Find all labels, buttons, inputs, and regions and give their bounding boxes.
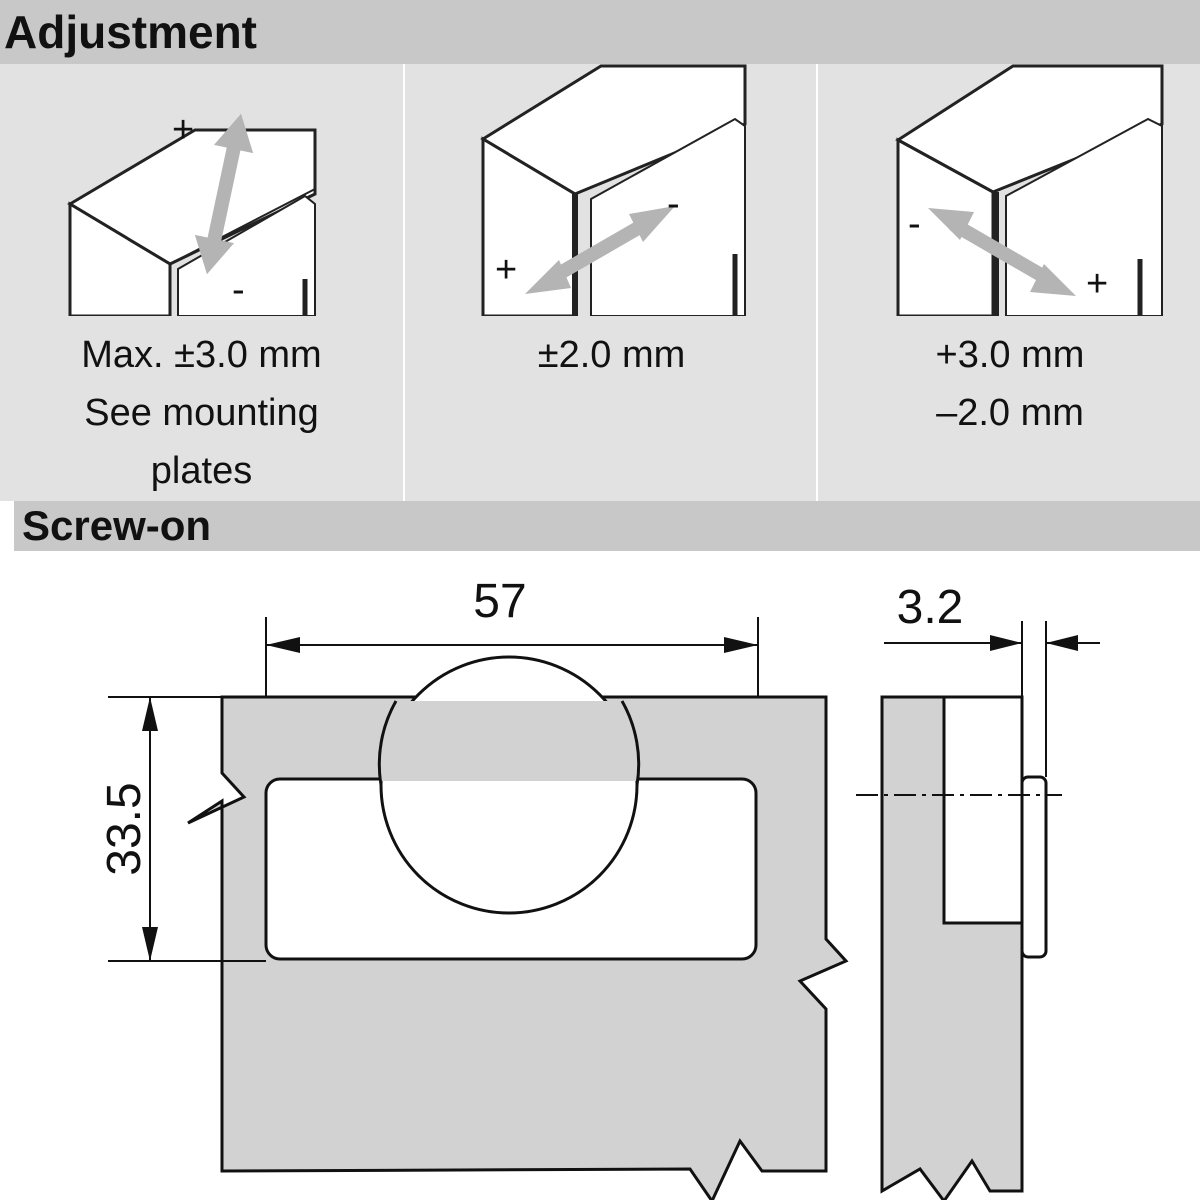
plus-sign: +: [1086, 263, 1108, 305]
caption-line: ±2.0 mm: [537, 334, 686, 376]
adjustment-side: - + +3.0 mm –2.0 mm: [816, 64, 1200, 501]
vertical-arrow: [194, 113, 254, 275]
caption-line: See mounting: [84, 392, 319, 434]
minus-sign: -: [232, 269, 245, 311]
vertical-caption: Max. ±3.0 mm See mounting plates: [0, 326, 403, 500]
minus-sign: -: [908, 203, 921, 245]
plus-sign: +: [495, 249, 517, 291]
cup-flange-side: [1020, 775, 1048, 959]
side-arrow: [928, 208, 1076, 296]
height-dimension: 33.5: [98, 696, 266, 962]
caption-line: plates: [150, 450, 253, 492]
caption-line: Max. ±3.0 mm: [81, 334, 322, 376]
cabinet-side-illustration: - +: [895, 64, 1164, 316]
cup-side-profile: [942, 695, 1024, 925]
caption-line: –2.0 mm: [936, 392, 1084, 434]
adjustment-header: Adjustment: [0, 0, 1200, 64]
adjustment-vertical: + - Max. ±3.0 mm See mounting plates: [0, 64, 403, 501]
cabinet-vertical-illustration: + -: [67, 109, 317, 316]
thickness-label: 3.2: [897, 581, 964, 634]
cabinet-depth-illustration: + -: [480, 64, 747, 316]
minus-sign: -: [667, 183, 680, 225]
screw-on-drawing: 57 33.5 3.2: [98, 575, 1100, 1200]
plus-sign: +: [172, 109, 194, 151]
depth-caption: ±2.0 mm: [405, 326, 818, 384]
caption-line: +3.0 mm: [935, 334, 1085, 376]
height-label: 33.5: [98, 782, 151, 875]
screw-on-header: Screw-on: [14, 501, 1200, 551]
width-dimension: 57: [265, 575, 759, 697]
width-label: 57: [473, 575, 526, 628]
depth-arrow: [525, 206, 675, 294]
thickness-dimension: 3.2: [884, 581, 1100, 777]
side-caption: +3.0 mm –2.0 mm: [818, 326, 1200, 442]
adjustment-panel: + - Max. ±3.0 mm See mounting plates + -…: [0, 64, 1200, 501]
adjustment-depth: + - ±2.0 mm: [403, 64, 818, 501]
hinge-cup: [379, 655, 639, 915]
